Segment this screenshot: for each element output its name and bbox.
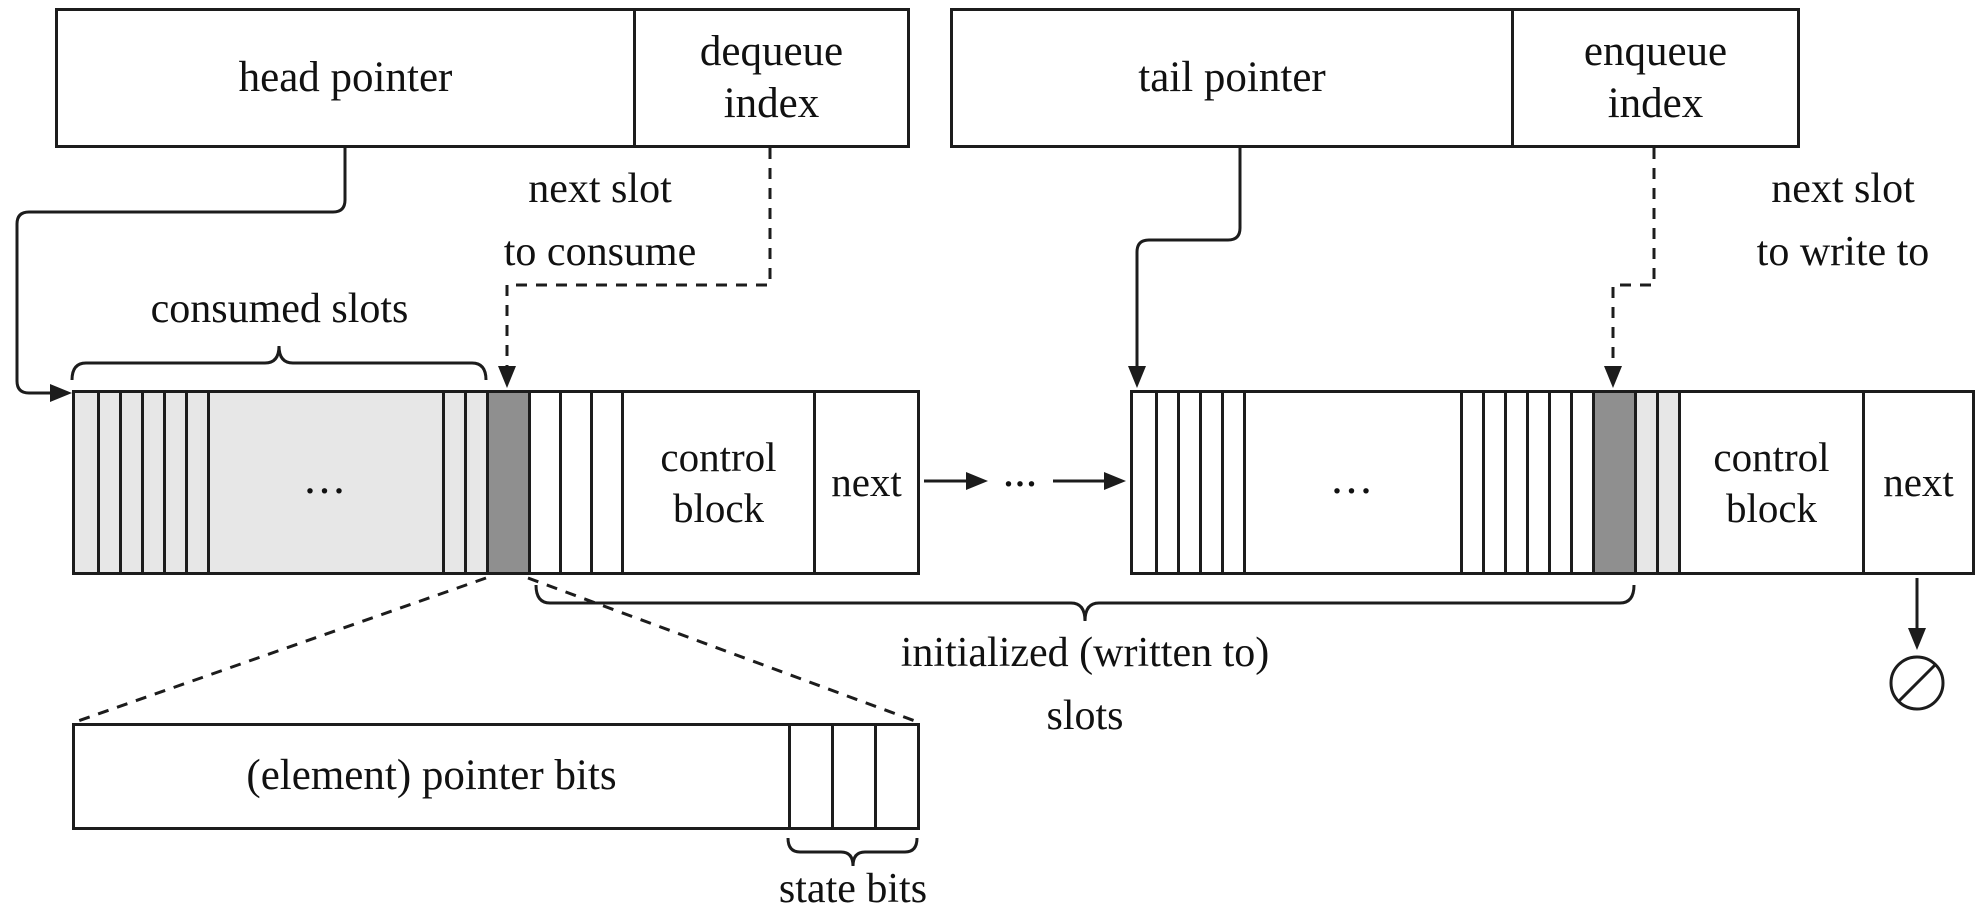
control-block-cell: control block (1678, 393, 1862, 572)
tail-pointer-box: tail pointer enqueue index (950, 8, 1800, 148)
consumed-slot (185, 393, 207, 572)
detail-expansion-line-left (77, 576, 487, 723)
dequeue-arrowhead (498, 366, 516, 388)
initialized-slot (1482, 393, 1504, 572)
tail-pointer-arrow (1135, 148, 1242, 366)
tail-arrowhead (1128, 366, 1146, 388)
enqueue-index-label: enqueue index (1583, 27, 1728, 127)
state-bit-cell (831, 726, 874, 827)
consumed-slot (97, 393, 119, 572)
dequeue-index-label: dequeue index (699, 27, 844, 127)
pointer-bits-cell: (element) pointer bits (75, 726, 788, 827)
enqueue-arrowhead (1604, 366, 1622, 388)
initialized-slot (590, 393, 621, 572)
enqueue-index-cell: enqueue index (1511, 11, 1797, 145)
next-slot-to-write-label: next slot to write to (1756, 166, 1930, 275)
state-bits-brace (786, 837, 919, 867)
initialized-slot (1526, 393, 1548, 572)
empty-slot (1656, 393, 1678, 572)
right-queue-segment: ... control block next (1130, 390, 1975, 575)
initialized-slot (1199, 393, 1221, 572)
next-pointer-cell: next (813, 393, 917, 572)
next-pointer-cell: next (1862, 393, 1972, 572)
consumed-slot (119, 393, 141, 572)
next-pointer-label: next (1883, 459, 1954, 506)
null-terminator-icon (1889, 655, 1945, 711)
head-pointer-box: head pointer dequeue index (55, 8, 910, 148)
initialized-slot (559, 393, 590, 572)
head-arrowhead (50, 384, 72, 402)
control-block-cell: control block (621, 393, 813, 572)
initialized-slots-ellipsis-cell: ... (1243, 393, 1460, 572)
initialized-slot (1548, 393, 1570, 572)
tail-pointer-cell: tail pointer (953, 11, 1511, 145)
head-pointer-arrow (15, 148, 347, 395)
consumed-slots-ellipsis-cell: ... (207, 393, 442, 572)
initialized-slot (1155, 393, 1177, 572)
initialized-slots-label: initialized (written to) slots (900, 630, 1270, 739)
segment-link-ellipsis: ... (1002, 445, 1038, 496)
initialized-slot (1221, 393, 1243, 572)
consumed-slot (163, 393, 185, 572)
consumed-slot (442, 393, 464, 572)
initialized-slot (1133, 393, 1155, 572)
initialized-slot (1504, 393, 1526, 572)
initialized-slot (528, 393, 559, 572)
head-pointer-cell: head pointer (58, 11, 633, 145)
control-block-label: control block (660, 434, 777, 531)
pointer-bits-label: (element) pointer bits (246, 752, 617, 800)
link-arrowhead-2 (1104, 472, 1126, 490)
initialized-slot (1177, 393, 1199, 572)
dequeue-slot (486, 393, 528, 572)
state-bit-cell (874, 726, 917, 827)
left-segment-ellipsis: ... (304, 452, 348, 503)
initialized-slot (1460, 393, 1482, 572)
initialized-slot (1570, 393, 1592, 572)
consumed-slots-label: consumed slots (150, 286, 409, 332)
consumed-slot (141, 393, 163, 572)
state-bits-label: state bits (778, 866, 928, 908)
enqueue-slot (1592, 393, 1634, 572)
slot-detail-box: (element) pointer bits (72, 723, 920, 830)
state-bit-cell (788, 726, 831, 827)
tail-pointer-label: tail pointer (1138, 53, 1326, 101)
null-arrowhead (1908, 628, 1926, 650)
next-pointer-label: next (831, 459, 902, 506)
next-slot-to-consume-label: next slot to consume (503, 166, 697, 275)
empty-slot (1634, 393, 1656, 572)
link-arrowhead-1 (966, 472, 988, 490)
left-queue-segment: ... control block next (72, 390, 920, 575)
initialized-slots-brace (534, 584, 1636, 622)
consumed-slot (75, 393, 97, 572)
consumed-slot (464, 393, 486, 572)
consumed-slots-brace (70, 345, 488, 381)
head-pointer-label: head pointer (238, 53, 453, 101)
dequeue-index-cell: dequeue index (633, 11, 907, 145)
control-block-label: control block (1713, 434, 1830, 531)
right-segment-ellipsis: ... (1331, 452, 1375, 503)
enqueue-index-arrow (1611, 148, 1656, 366)
